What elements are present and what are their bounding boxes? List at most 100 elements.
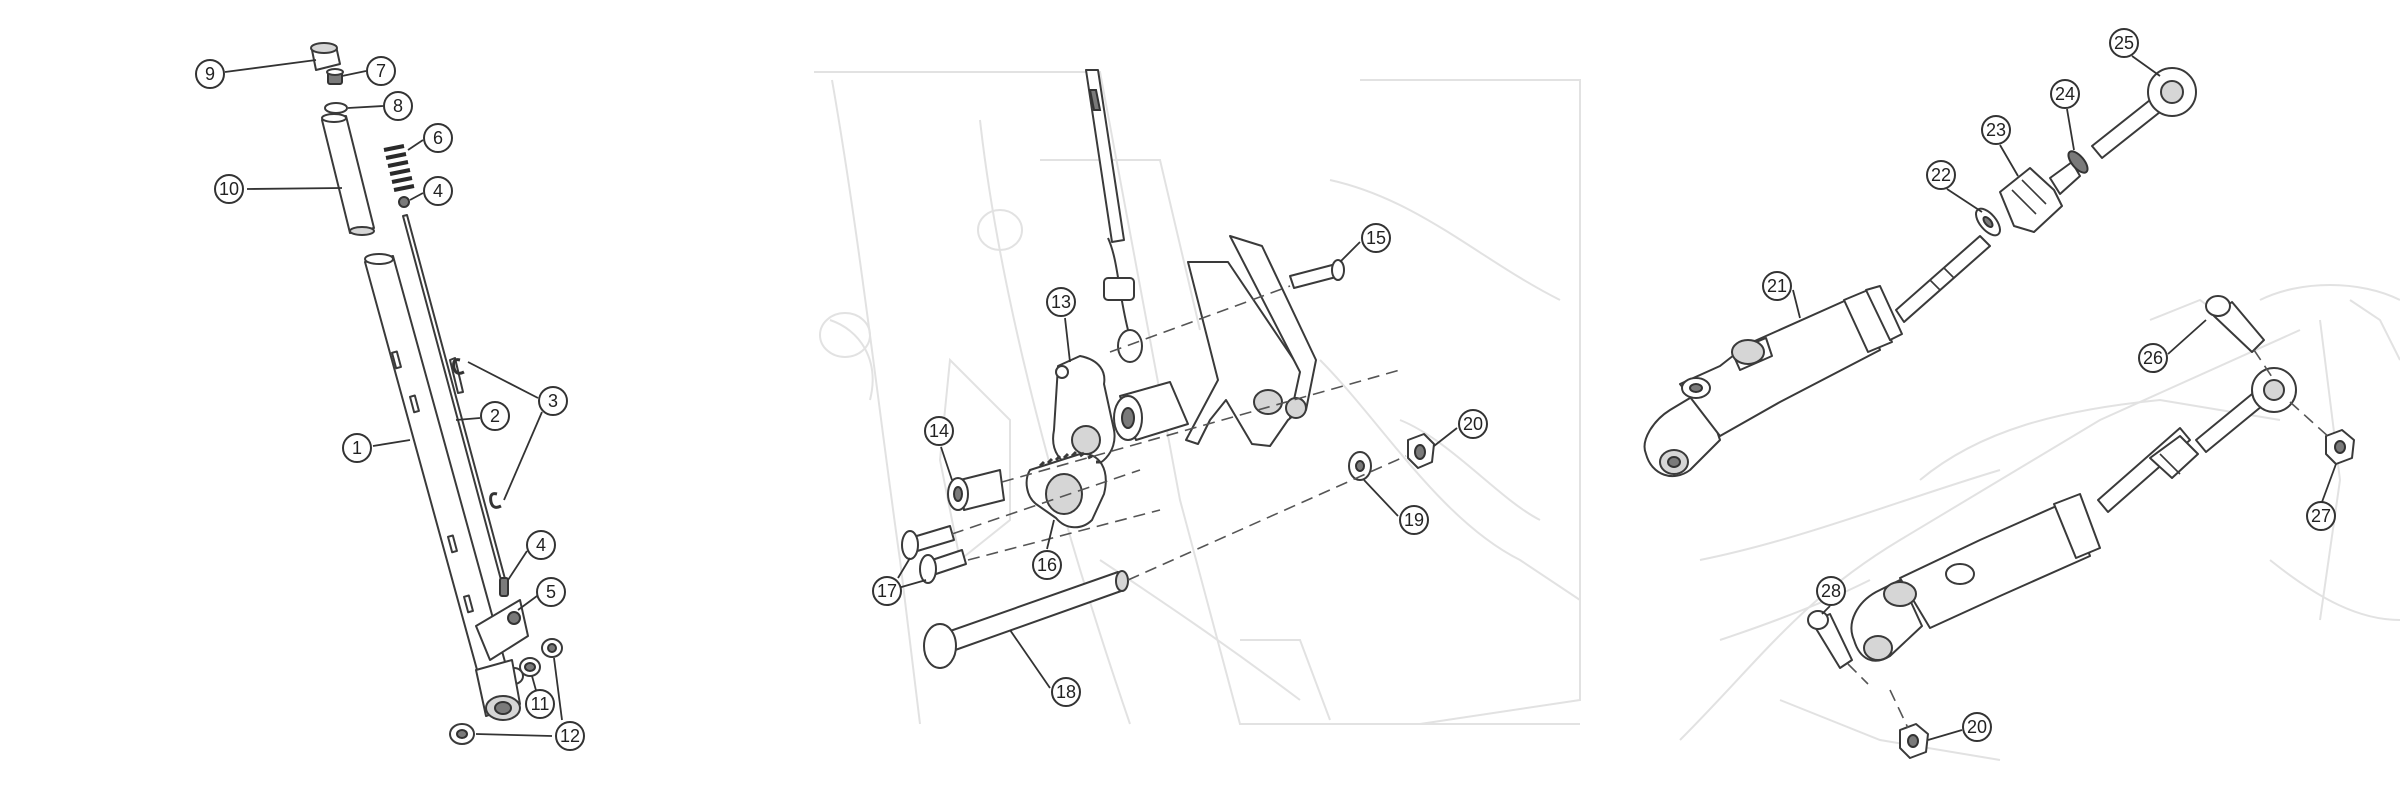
middle-leader-lines [897, 241, 1458, 689]
callout-label: 16 [1037, 555, 1057, 575]
callout-label: 2 [490, 406, 500, 426]
shift-cable [1085, 69, 1143, 363]
callout-left-5: 5 [536, 577, 566, 607]
callout-label: 15 [1366, 228, 1386, 248]
callout-label: 22 [1931, 165, 1951, 185]
callout-label: 27 [2311, 506, 2331, 526]
callout-middle-13: 13 [1046, 287, 1076, 317]
callout-right-25: 25 [2109, 28, 2139, 58]
nut-part-23 [1999, 161, 2081, 233]
nut-part-27 [2325, 429, 2355, 465]
panel-middle-pedal-linkage [814, 69, 1581, 725]
callout-circle [872, 576, 902, 606]
callout-label: 20 [1967, 717, 1987, 737]
callout-left-10: 10 [214, 174, 244, 204]
callout-right-26: 26 [2138, 343, 2168, 373]
callout-label: 6 [433, 128, 443, 148]
callout-label: 5 [546, 582, 556, 602]
callout-middle-19: 19 [1399, 505, 1429, 535]
bracket-part-5 [475, 599, 529, 661]
callout-circle [2306, 501, 2336, 531]
callout-right-24: 24 [2050, 79, 2080, 109]
callout-right-22: 22 [1926, 160, 1956, 190]
callout-right-28: 28 [1816, 576, 1846, 606]
callout-circle [366, 56, 396, 86]
callout-label: 19 [1404, 510, 1424, 530]
callout-circle [1051, 677, 1081, 707]
callout-circle [195, 59, 225, 89]
rod-end-part-25 [2091, 67, 2197, 159]
callout-label: 4 [536, 535, 546, 555]
ring-part-8 [324, 102, 348, 114]
callout-circle [423, 123, 453, 153]
callout-circle [383, 91, 413, 121]
callout-left-3: 3 [538, 386, 568, 416]
clip-part-3-upper [452, 358, 465, 375]
callout-circle [1458, 409, 1488, 439]
nut-part-20-right [1899, 723, 1929, 759]
panel-left-column-assembly [224, 42, 563, 745]
callout-label: 10 [219, 179, 239, 199]
callout-circle [1399, 505, 1429, 535]
cap-part-9 [310, 42, 341, 71]
callout-circle [555, 721, 585, 751]
ball-part-4 [398, 196, 410, 208]
callout-label: 13 [1051, 292, 1071, 312]
clip-part-3-lower [489, 492, 502, 509]
tube-part-10 [321, 113, 375, 236]
washer-part-12-upper [541, 638, 563, 658]
callout-circle [1046, 287, 1076, 317]
callout-middle-17: 17 [872, 576, 902, 606]
column-foot [475, 659, 521, 721]
callout-circle [525, 689, 555, 719]
callout-circle [2109, 28, 2139, 58]
callout-label: 9 [205, 64, 215, 84]
callout-circle [526, 530, 556, 560]
callout-circle [214, 174, 244, 204]
pedal-bracket-plate [1185, 235, 1317, 447]
long-pin-part-18 [923, 570, 1129, 669]
callout-right-21: 21 [1762, 271, 1792, 301]
callout-circle [1032, 550, 1062, 580]
callout-label: 18 [1056, 682, 1076, 702]
master-cylinder-part-21-exploded [1643, 235, 1991, 478]
callout-circle [2050, 79, 2080, 109]
middle-assembly-axes [951, 285, 1407, 581]
callout-left-2: 2 [480, 401, 510, 431]
callout-circle [1981, 115, 2011, 145]
callout-left-7: 7 [366, 56, 396, 86]
callout-label: 14 [929, 421, 949, 441]
spring-part-6 [383, 144, 415, 192]
callout-middle-18: 18 [1051, 677, 1081, 707]
pin-part-4-lower [499, 577, 509, 597]
callout-label: 25 [2114, 33, 2134, 53]
callout-right-23: 23 [1981, 115, 2011, 145]
callout-circle [1361, 223, 1391, 253]
callout-label: 12 [560, 726, 580, 746]
callout-label: 4 [433, 181, 443, 201]
callout-label: 23 [1986, 120, 2006, 140]
callout-left-8: 8 [383, 91, 413, 121]
serrated-pedal-part-16 [1025, 450, 1107, 529]
callout-left-1: 1 [342, 433, 372, 463]
panel-right-master-cylinder [1643, 55, 2400, 761]
callout-label: 17 [877, 581, 897, 601]
callout-label: 7 [376, 61, 386, 81]
callout-label: 11 [531, 694, 550, 714]
pin-part-15 [1289, 259, 1345, 289]
callout-label: 1 [352, 438, 362, 458]
lever-part-13 [1052, 355, 1116, 470]
callout-circle [1762, 271, 1792, 301]
plug-part-7 [326, 68, 344, 85]
washer-part-12-lower [449, 723, 475, 745]
callout-label: 8 [393, 96, 403, 116]
callout-circle [536, 577, 566, 607]
callout-right-27: 27 [2306, 501, 2336, 531]
ring-part-24 [2067, 150, 2089, 174]
callout-label: 28 [1821, 581, 1841, 601]
callout-left-6: 6 [423, 123, 453, 153]
right-leader-lines [1792, 55, 2337, 741]
middle-background-frame [814, 71, 1581, 725]
washer-part-22 [1975, 207, 2001, 237]
